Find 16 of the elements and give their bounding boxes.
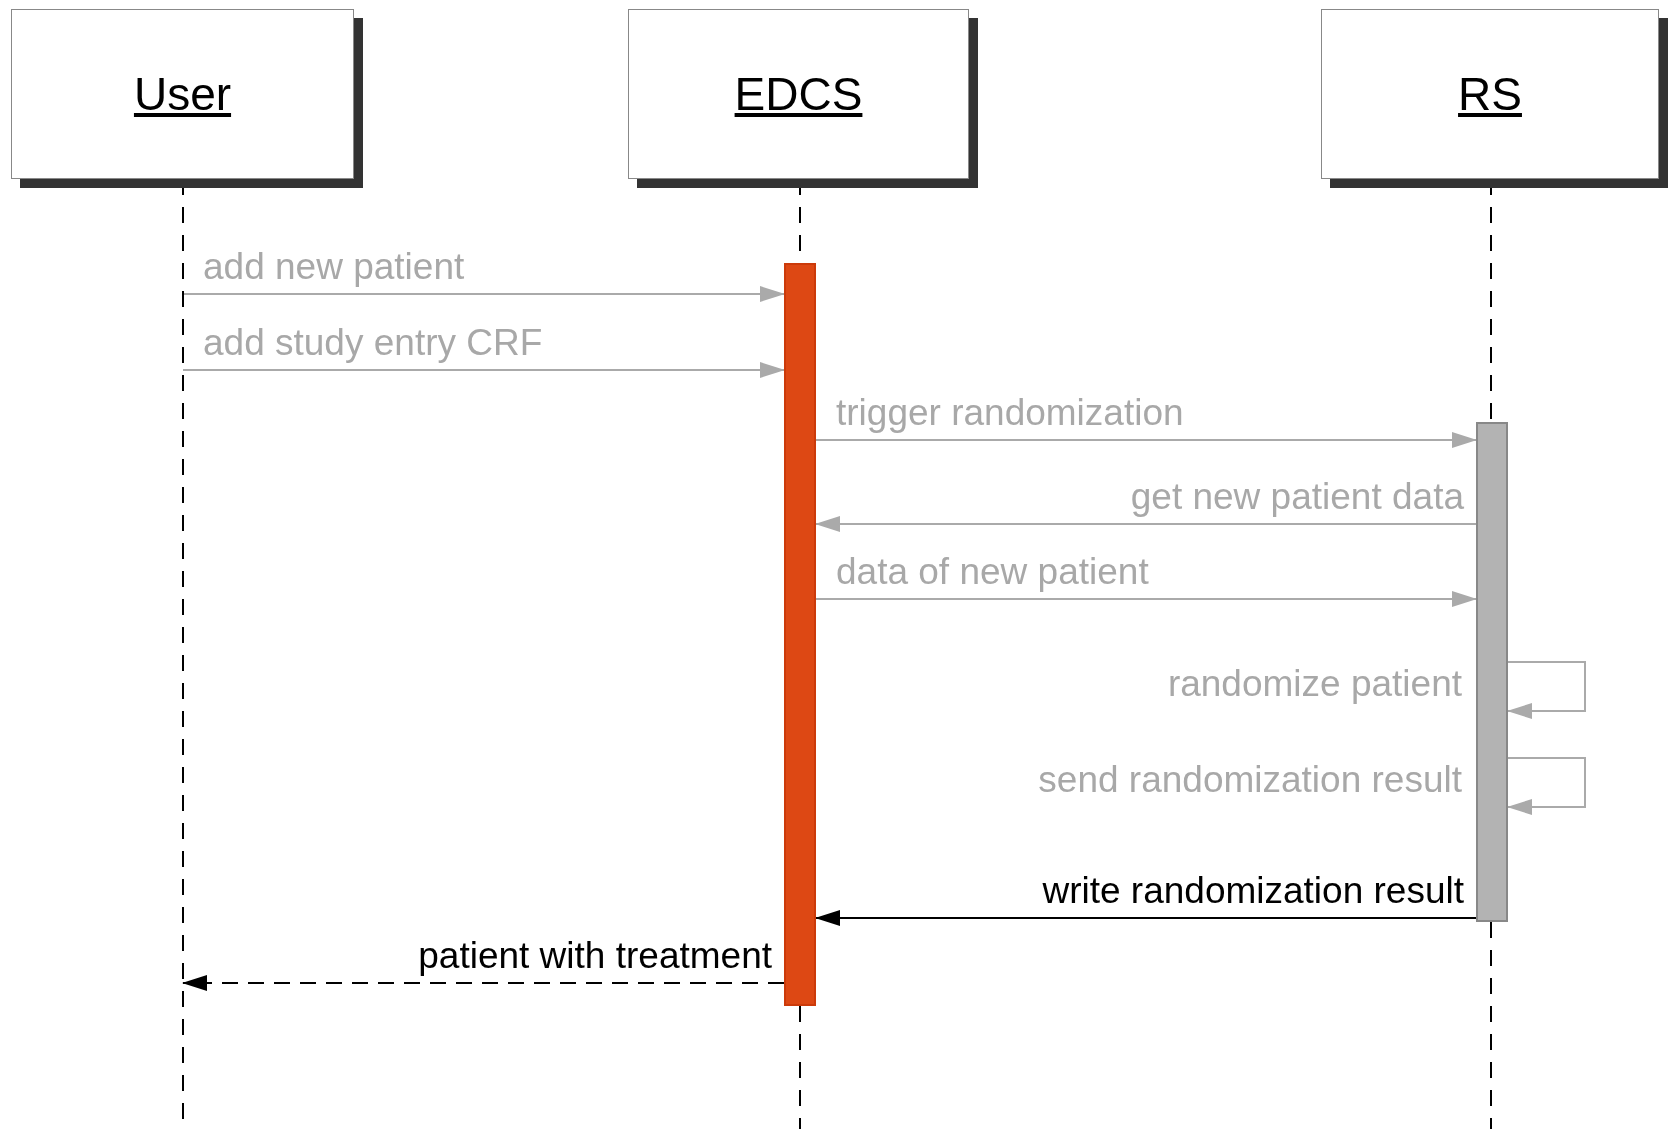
participant-name: EDCS [734, 67, 863, 121]
message-arrow [182, 286, 785, 302]
lifeline [799, 1005, 801, 1129]
message-arrow [815, 910, 1477, 926]
message-arrow [1507, 757, 1586, 815]
message-arrow [815, 591, 1477, 607]
message-arrow [815, 432, 1477, 448]
message-arrow [1507, 661, 1586, 719]
activation-bar [1476, 422, 1508, 922]
message-arrow [182, 975, 785, 991]
message-arrow [815, 516, 1477, 532]
participant-name: RS [1458, 67, 1522, 121]
activation-bar [784, 263, 816, 1006]
message-arrow [182, 362, 785, 378]
lifeline [1490, 921, 1492, 1129]
participant-name: User [133, 67, 232, 121]
